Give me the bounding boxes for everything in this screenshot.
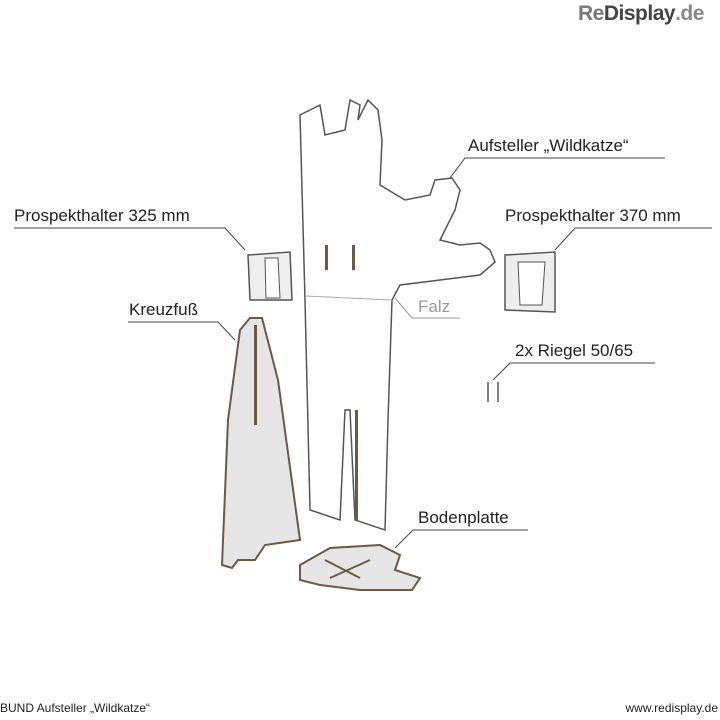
footer-url[interactable]: www.redisplay.de <box>625 701 718 715</box>
label-kreuzfuss: Kreuzfuß <box>129 300 198 319</box>
tree-standee <box>299 98 496 532</box>
latches <box>487 382 499 402</box>
leader-lines <box>14 157 712 549</box>
label-prospekthalter-325: Prospekthalter 325 mm <box>14 206 190 225</box>
label-prospekthalter-370: Prospekthalter 370 mm <box>505 206 681 225</box>
brochure-holder-370 <box>504 251 556 313</box>
redisplay-logo: ReDisplay.de <box>578 2 704 25</box>
label-aufsteller: Aufsteller „Wildkatze“ <box>468 136 629 155</box>
label-riegel: 2x Riegel 50/65 <box>515 341 634 360</box>
cross-foot <box>220 317 302 570</box>
fold-line <box>304 295 393 301</box>
label-bodenplatte: Bodenplatte <box>418 508 509 527</box>
label-falz: Falz <box>418 297 451 316</box>
footer-title: BUND Aufsteller „Wildkatze“ <box>0 701 151 715</box>
brochure-holder-325 <box>247 251 293 301</box>
base-plate <box>299 543 422 591</box>
